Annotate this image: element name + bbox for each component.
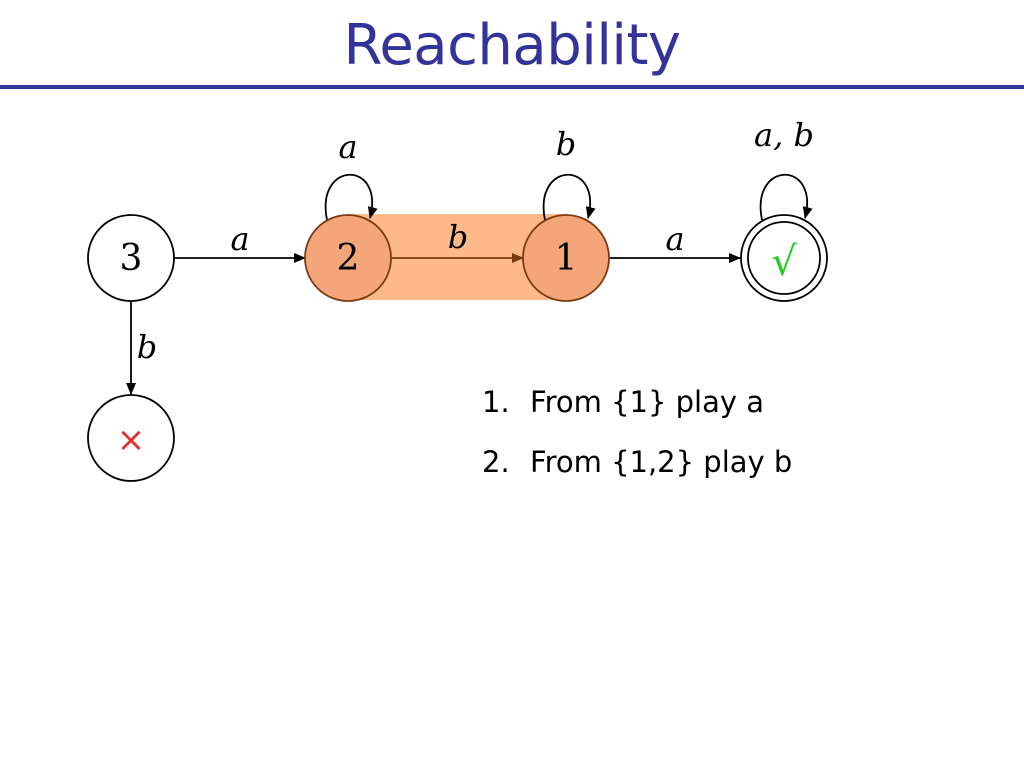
cross-icon: ×: [117, 420, 146, 460]
edge-1-to-accept-label: a: [665, 220, 684, 258]
state-3-label: 3: [120, 238, 143, 279]
state-accept-inner: [747, 221, 821, 295]
loop-accept: [759, 173, 813, 221]
step-item: 1. From {1} play a: [482, 383, 792, 443]
step-number: 1.: [482, 385, 510, 419]
loop-1: [542, 173, 596, 221]
state-reject: [87, 394, 175, 482]
state-2: [304, 214, 392, 302]
edge-2-to-1-label: b: [448, 218, 468, 256]
slide-title: Reachability: [343, 13, 681, 78]
loop-2: [324, 173, 378, 221]
loop-1-label: b: [556, 125, 576, 163]
step-text: From {1,2} play b: [530, 445, 793, 479]
step-item: 2. From {1,2} play b: [482, 443, 792, 503]
steps-list: 1. From {1} play a 2. From {1,2} play b: [482, 383, 792, 503]
step-text: From {1} play a: [530, 385, 765, 419]
state-1: [522, 214, 610, 302]
state-2-label: 2: [337, 238, 360, 279]
edge-3-to-reject-label: b: [137, 328, 157, 366]
loop-2-label: a: [338, 128, 357, 166]
title-divider: [0, 85, 1024, 89]
edge-3-to-2-label: a: [230, 220, 249, 258]
state-1-label: 1: [555, 238, 578, 279]
check-icon: √: [771, 239, 797, 285]
step-number: 2.: [482, 445, 510, 479]
loop-accept-label: a, b: [754, 116, 814, 154]
state-3: [87, 214, 175, 302]
